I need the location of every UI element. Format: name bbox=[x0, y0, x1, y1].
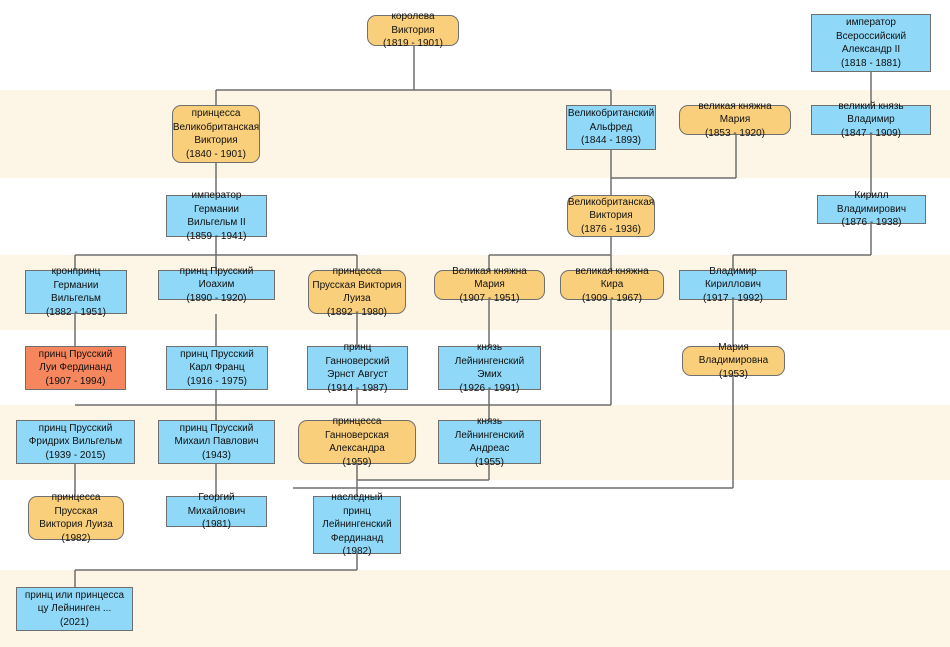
person-name: принц Прусский Михаил Павлович bbox=[174, 422, 259, 448]
person-node-andreas[interactable]: князь Лейнингенский Андреас (1955) bbox=[438, 416, 541, 468]
person-dates: (1819 - 1901) bbox=[382, 38, 444, 50]
person-name: принц Ганноверский Эрнст Август bbox=[325, 342, 390, 380]
person-node-michael[interactable]: принц Прусский Михаил Павлович (1943) bbox=[158, 420, 275, 464]
person-dates: (1982) bbox=[342, 546, 372, 558]
person-dates: (1926 - 1991) bbox=[459, 382, 520, 394]
person-dates: (1943) bbox=[202, 449, 231, 461]
person-node-vladimir-1917[interactable]: Владимир Кириллович (1917 - 1992) bbox=[679, 266, 787, 304]
person-name: великая княжна Мария bbox=[698, 100, 772, 126]
person-dates: (1917 - 1992) bbox=[702, 292, 764, 304]
person-dates: (1959) bbox=[342, 456, 372, 468]
person-name: великий князь Владимир bbox=[838, 100, 904, 126]
person-node-vladimir-1847[interactable]: великий князь Владимир (1847 - 1909) bbox=[811, 101, 931, 139]
person-name: королева Виктория bbox=[391, 11, 435, 36]
person-name: князь Лейнингенский Эмих bbox=[454, 342, 525, 380]
person-name: Великобританская Виктория bbox=[567, 196, 655, 222]
person-node-maria-vladimirovna[interactable]: Мария Владимировна (1953) bbox=[682, 342, 785, 380]
person-node-kira[interactable]: великая княжна Кира (1909 - 1967) bbox=[560, 266, 664, 304]
person-name: принцесса Прусская Виктория Луиза bbox=[39, 492, 113, 530]
generation-band bbox=[0, 570, 950, 647]
person-dates: (1847 - 1909) bbox=[840, 127, 902, 139]
person-name: Великобританский Альфред bbox=[567, 108, 655, 133]
person-name: кронпринц Германии Вильгельм bbox=[51, 266, 101, 304]
person-dates: (1916 - 1975) bbox=[186, 375, 248, 387]
person-dates: (1876 - 1938) bbox=[841, 217, 902, 229]
person-dates: (1876 - 1936) bbox=[580, 223, 642, 235]
person-node-alexander-ii[interactable]: император Всероссийский Александр II (18… bbox=[811, 14, 931, 72]
person-dates: (2021) bbox=[60, 616, 89, 628]
person-node-georgy[interactable]: Георгий Михайлович (1981) bbox=[166, 492, 267, 530]
person-dates: (1818 - 1881) bbox=[840, 57, 902, 69]
person-name: великая княжна Кира bbox=[575, 265, 649, 291]
person-node-kirill[interactable]: Кирилл Владимирович (1876 - 1938) bbox=[817, 190, 926, 228]
person-name: принц Прусский Луи Фердинанд bbox=[38, 348, 113, 374]
person-dates: (1939 - 2015) bbox=[45, 449, 106, 461]
person-name: император Германии Вильгельм II bbox=[187, 190, 246, 228]
person-name: Владимир Кириллович bbox=[704, 265, 761, 291]
person-dates: (1914 - 1987) bbox=[327, 382, 388, 394]
person-node-wilhelm-ii[interactable]: император Германии Вильгельм II (1859 - … bbox=[166, 190, 267, 242]
person-node-child-2021[interactable]: принц или принцесса цу Лейнинген ... (20… bbox=[16, 587, 133, 631]
person-name: принц Прусский Иоахим bbox=[179, 265, 254, 291]
person-name: принцесса Прусская Виктория Луиза bbox=[312, 266, 402, 304]
person-name: Кирилл Владимирович bbox=[836, 190, 907, 215]
person-dates: (1981) bbox=[202, 519, 231, 531]
person-name: принцесса Великобританская Виктория bbox=[172, 108, 260, 146]
person-name: принц Прусский Фридрих Вильгельм bbox=[28, 422, 123, 448]
person-name: принц или принцесса цу Лейнинген ... bbox=[24, 589, 125, 615]
person-node-maria-1853[interactable]: великая княжна Мария (1853 - 1920) bbox=[679, 101, 791, 139]
person-name: император Всероссийский Александр II bbox=[835, 17, 907, 55]
person-dates: (1907 - 1951) bbox=[459, 292, 520, 304]
person-dates: (1840 - 1901) bbox=[185, 148, 247, 160]
person-name: Великая княжна Мария bbox=[452, 265, 527, 291]
person-node-maria-1907[interactable]: Великая княжна Мария (1907 - 1951) bbox=[434, 266, 545, 304]
person-node-ernst-august[interactable]: принц Ганноверский Эрнст Август (1914 - … bbox=[307, 342, 408, 394]
person-node-princess-victoria[interactable]: принцесса Великобританская Виктория (184… bbox=[172, 105, 260, 163]
person-name: Мария Владимировна bbox=[698, 341, 769, 367]
person-dates: (1953) bbox=[719, 368, 748, 380]
person-node-joachim[interactable]: принц Прусский Иоахим (1890 - 1920) bbox=[158, 266, 275, 304]
person-node-friedrich-wilhelm[interactable]: принц Прусский Фридрих Вильгельм (1939 -… bbox=[16, 420, 135, 464]
person-dates: (1882 - 1951) bbox=[45, 306, 107, 318]
person-dates: (1853 - 1920) bbox=[704, 127, 766, 139]
person-dates: (1907 - 1994) bbox=[45, 375, 106, 387]
person-dates: (1909 - 1967) bbox=[581, 292, 643, 304]
person-name: наследный принц Лейнингенский Фердинанд bbox=[322, 492, 392, 544]
person-node-viktoria-luise-1982[interactable]: принцесса Прусская Виктория Луиза (1982) bbox=[28, 492, 124, 544]
generation-band bbox=[0, 90, 950, 178]
person-dates: (1955) bbox=[475, 456, 504, 468]
person-node-alfred[interactable]: Великобританский Альфред (1844 - 1893) bbox=[566, 105, 656, 150]
person-name: принцесса Ганноверская Александра bbox=[325, 416, 389, 454]
person-dates: (1890 - 1920) bbox=[186, 292, 247, 304]
person-dates: (1982) bbox=[61, 532, 91, 544]
person-node-emich[interactable]: князь Лейнингенский Эмих (1926 - 1991) bbox=[438, 342, 541, 394]
person-node-crown-prince-wilhelm[interactable]: кронпринц Германии Вильгельм (1882 - 195… bbox=[25, 266, 127, 318]
person-name: принц Прусский Карл Франц bbox=[180, 348, 254, 374]
person-node-karl-franz[interactable]: принц Прусский Карл Франц (1916 - 1975) bbox=[166, 346, 268, 390]
person-node-louis-ferdinand[interactable]: принц Прусский Луи Фердинанд (1907 - 199… bbox=[25, 346, 126, 390]
person-node-queen-victoria[interactable]: королева Виктория (1819 - 1901) bbox=[367, 11, 459, 49]
person-name: князь Лейнингенский Андреас bbox=[454, 416, 525, 454]
person-dates: (1859 - 1941) bbox=[186, 230, 247, 242]
person-name: Георгий Михайлович bbox=[187, 492, 246, 517]
person-node-ferdinand[interactable]: наследный принц Лейнингенский Фердинанд … bbox=[313, 492, 401, 557]
person-node-alexandra[interactable]: принцесса Ганноверская Александра (1959) bbox=[298, 416, 416, 468]
person-dates: (1844 - 1893) bbox=[580, 135, 642, 147]
person-dates: (1892 - 1980) bbox=[326, 306, 388, 318]
person-node-viktoria-luise-1892[interactable]: принцесса Прусская Виктория Луиза (1892 … bbox=[308, 266, 406, 318]
person-node-victoria-1876[interactable]: Великобританская Виктория (1876 - 1936) bbox=[567, 195, 655, 237]
